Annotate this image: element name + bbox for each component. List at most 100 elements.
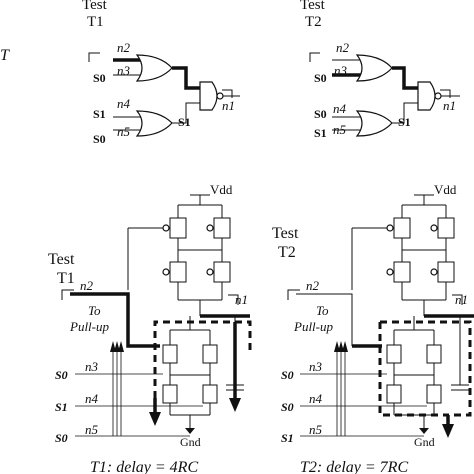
t1-pmos-2 <box>213 217 231 239</box>
t2-bus-arrow-2 <box>338 341 344 352</box>
t1-schem-s1-label: S1 <box>55 400 68 414</box>
t2-highlight-outer <box>380 320 472 417</box>
t2-schem-s0a-label: S0 <box>281 368 294 382</box>
t1-to-label: To <box>88 303 101 318</box>
t1-pulldown-network <box>162 329 218 434</box>
t2-pd-bottom <box>393 375 435 416</box>
t1-vdd-label: Vdd <box>210 182 233 197</box>
t1-pmos-1 <box>169 217 187 239</box>
t2-pmos-1 <box>393 217 411 239</box>
t2-n1-step <box>452 294 463 305</box>
t2-schem-s0b-label: S0 <box>281 400 294 414</box>
t2-title-line2: T2 <box>305 14 322 30</box>
transistor-schematic-t2: Vdd Test T2 n2 To Pull-up n1 <box>272 182 474 474</box>
t1-discharge-arrow <box>229 398 241 412</box>
t1-title-line1: Test <box>82 0 108 13</box>
t1-s1a-label: S1 <box>93 107 106 121</box>
t2-pullup-label: Pull-up <box>293 319 333 334</box>
t1-pd-top <box>169 329 211 345</box>
t1-pmos-row-1 <box>128 217 231 239</box>
t2-pmos-row-1 <box>352 217 455 239</box>
t2-input-bus <box>300 341 427 437</box>
t1-bus-arrow-2 <box>114 341 120 352</box>
t2-schem-title-line2: T2 <box>278 244 296 261</box>
t2-nand-bubble <box>434 92 442 100</box>
t1-n1-label: n1 <box>222 98 235 113</box>
t1-n5-label: n5 <box>117 124 131 139</box>
t1-pullup-mid <box>177 238 223 262</box>
t2-s0b-label: S0 <box>314 107 327 121</box>
t2-pd-top <box>393 329 435 345</box>
t1-schem-n3-label: n3 <box>85 359 99 374</box>
t1-input-bus <box>75 341 203 437</box>
t1-pmos-1-bubble <box>162 224 170 232</box>
t2-pmos-3-bubble <box>386 268 394 276</box>
t1-pd-mid <box>169 363 211 376</box>
t1-s0b-label: S0 <box>93 132 106 146</box>
t2-gnd-symbol <box>419 428 429 434</box>
t1-s0a-label: S0 <box>93 71 106 85</box>
t1-n4-label: n4 <box>117 96 131 111</box>
t2-n4-label: n4 <box>333 101 347 116</box>
t2-pulldown-network <box>386 329 442 434</box>
t1-nmos-2 <box>202 344 218 364</box>
t2-nmos-4 <box>426 384 442 404</box>
t1-pmos-2-bubble <box>206 224 214 232</box>
t2-highlight-inner <box>378 322 448 417</box>
t1-delay-caption: T1: delay = 4RC <box>90 459 198 474</box>
t1-step-marker <box>88 52 100 62</box>
t1-n2-path <box>70 292 160 348</box>
t1-or-gate-1 <box>135 54 173 82</box>
t2-nand-gate <box>417 81 436 111</box>
t2-pullup-bottom <box>401 282 447 301</box>
t1-pmos-row-2 <box>162 261 231 283</box>
t1-schem-n4-label: n4 <box>85 391 99 406</box>
t2-gnd-label: Gnd <box>414 435 435 449</box>
t2-or-gate-1 <box>355 54 393 82</box>
t2-schem-n2-label: n2 <box>306 278 320 293</box>
t2-schem-title-line1: Test <box>272 225 299 242</box>
t2-n2-path <box>296 293 353 346</box>
t1-pmos-4-bubble <box>206 268 214 276</box>
t1-pullup-label: Pull-up <box>69 319 109 334</box>
t1-out-step <box>222 89 233 98</box>
t1-highlight-arrow <box>149 412 161 426</box>
t1-bus-arrow-3 <box>118 341 124 352</box>
t1-nmos-1 <box>162 344 178 364</box>
t1-or-gate-2 <box>135 110 173 137</box>
t1-critical-path <box>172 66 200 90</box>
t2-s1a-label: S1 <box>398 115 411 129</box>
t1-bus-arrow-1 <box>110 341 116 352</box>
t2-pmos-1-bubble <box>386 224 394 232</box>
t2-schem-n1-label: n1 <box>455 292 468 307</box>
t2-nmos-3 <box>386 384 402 404</box>
t1-n1-step <box>228 294 239 305</box>
t1-nand-gate <box>199 81 218 111</box>
t1-schem-n1-label: n1 <box>235 292 248 307</box>
t2-pd-mid <box>393 363 435 376</box>
t1-pmos-4 <box>213 261 231 283</box>
t1-schem-n2-label: n2 <box>80 278 94 293</box>
t2-schem-s1-label: S1 <box>281 431 294 445</box>
t2-pullup-sides <box>401 205 447 218</box>
t1-nmos-3 <box>162 384 178 404</box>
t2-s0a-label: S0 <box>314 71 327 85</box>
t1-pullup-bottom <box>177 282 223 301</box>
t2-n1-label: n1 <box>443 98 456 113</box>
t2-s1b-label: S1 <box>314 126 327 140</box>
t1-schem-s0b-label: S0 <box>55 431 68 445</box>
t1-s1b-label: S1 <box>178 115 191 129</box>
t2-n2-step <box>287 289 300 300</box>
t1-pmos-3 <box>169 261 187 283</box>
t2-out-step <box>440 89 451 98</box>
t1-pd-bottom <box>169 375 211 416</box>
t1-n2-label: n2 <box>117 40 131 55</box>
t1-n3-label: n3 <box>117 63 131 78</box>
t2-to-label: To <box>316 303 329 318</box>
t2-nmos-1 <box>386 344 402 364</box>
t2-pmos-2 <box>437 217 455 239</box>
t1-gnd-symbol <box>185 428 195 434</box>
transistor-schematic-t1: Vdd Test T1 n2 To Pull-up <box>48 182 252 474</box>
t1-title-line2: T1 <box>87 14 104 30</box>
